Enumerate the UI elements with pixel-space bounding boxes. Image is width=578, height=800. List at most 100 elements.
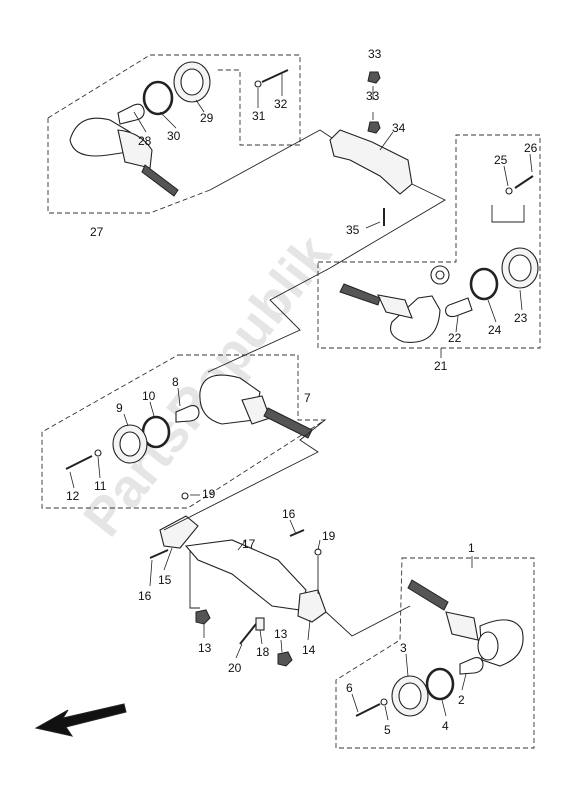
mount-guide-left: [189, 550, 200, 609]
label-18: 18: [256, 645, 270, 659]
leader-20: [235, 643, 243, 659]
rim-3-inner: [398, 682, 422, 710]
leader-13b: [280, 639, 283, 653]
rim-23-inner: [508, 254, 532, 282]
label-29: 29: [200, 111, 214, 125]
leader-10: [149, 401, 155, 417]
leader-16b: [289, 519, 297, 535]
leader-15: [163, 547, 173, 571]
link-27-bracket: [209, 129, 333, 191]
ring-30: [142, 80, 174, 116]
ring-4: [425, 667, 455, 701]
washer-11: [94, 449, 102, 457]
screw-12: [65, 455, 93, 470]
label-19-left: 19: [202, 487, 216, 501]
bracket-34: [329, 129, 413, 195]
leader-22: [455, 315, 459, 333]
label-17: 17: [242, 537, 256, 551]
label-27: 27: [90, 225, 104, 239]
leader-23: [519, 289, 523, 311]
collar-18: [255, 617, 265, 631]
group-7-outline: [41, 354, 327, 509]
bulb-28: [117, 103, 145, 125]
ring-24: [469, 267, 499, 301]
label-1: 1: [468, 541, 475, 555]
washer-25: [505, 187, 513, 195]
rim-29-inner: [180, 68, 204, 96]
label-22: 22: [448, 331, 462, 345]
label-4: 4: [442, 719, 449, 733]
label-25: 25: [494, 153, 508, 167]
leader-11: [97, 456, 101, 479]
group-21-outline: [317, 134, 541, 349]
label-15: 15: [158, 573, 172, 587]
leader-14: [307, 619, 311, 641]
label-10: 10: [142, 389, 156, 403]
link-7-center: [163, 419, 326, 531]
leader-18: [259, 629, 263, 645]
label-24: 24: [488, 323, 502, 337]
label-23: 23: [514, 311, 528, 325]
mount-14: [297, 589, 327, 623]
leader-25: [503, 165, 509, 187]
bulb-2: [459, 657, 484, 675]
label-21: 21: [434, 359, 448, 373]
leader-2: [461, 673, 467, 691]
screw-6: [355, 703, 381, 717]
label-16-left: 16: [138, 589, 152, 603]
label-33-mid: 33: [366, 89, 380, 103]
leader-17: [237, 539, 247, 551]
label-14: 14: [302, 643, 316, 657]
leader-5: [384, 705, 389, 721]
label-19-right: 19: [322, 529, 336, 543]
bulb-8: [175, 405, 200, 423]
leader-4: [441, 699, 447, 717]
leader-9: [123, 413, 129, 427]
label-12: 12: [66, 489, 80, 503]
label-8: 8: [172, 375, 179, 389]
stem-27: [141, 164, 179, 197]
leader-8: [177, 387, 181, 407]
label-5: 5: [384, 723, 391, 737]
link-center-1: [325, 605, 411, 637]
label-7: 7: [304, 391, 311, 405]
label-32: 32: [274, 97, 288, 111]
label-9: 9: [116, 401, 123, 415]
leader-30: [159, 111, 177, 129]
link-bracket-21: [329, 183, 446, 269]
label-16-right: 16: [282, 507, 296, 521]
nut-33-top: [367, 71, 381, 84]
label-13-right: 13: [274, 627, 288, 641]
label-34: 34: [392, 121, 406, 135]
link-21-7: [207, 267, 331, 373]
group-1-outline: [335, 557, 535, 749]
leader-24: [487, 299, 497, 323]
washer-31: [254, 80, 262, 88]
label-20: 20: [228, 661, 242, 675]
label-31: 31: [252, 109, 266, 123]
label-2: 2: [458, 693, 465, 707]
rim-1-front: [477, 631, 499, 661]
lens-cone-21: [389, 295, 441, 343]
leader-29: [195, 99, 205, 113]
housing-1: [445, 611, 479, 641]
leader-35: [365, 221, 381, 229]
washer-5: [380, 698, 388, 706]
label-28: 28: [138, 134, 152, 148]
label-3: 3: [400, 641, 407, 655]
leader-34: [379, 131, 394, 151]
bolt-20: [239, 623, 257, 645]
nut-13a: [195, 609, 211, 625]
leader-28: [133, 111, 147, 133]
front-arrow-icon: [34, 703, 127, 737]
bolt-16b: [289, 529, 305, 537]
leader-16a: [149, 559, 153, 587]
plate-15: [159, 515, 199, 549]
bracket-line-21: [491, 205, 525, 223]
group-27-outline: [47, 54, 301, 214]
leader-26: [529, 153, 533, 173]
label-30: 30: [167, 129, 181, 143]
screw-32: [261, 69, 289, 83]
